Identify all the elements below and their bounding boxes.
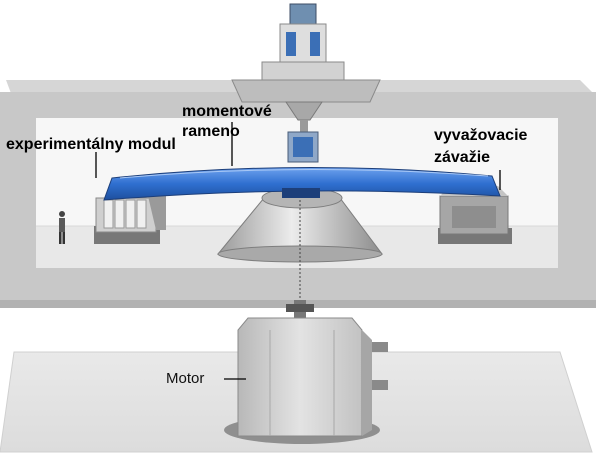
balance-weight: [438, 186, 512, 244]
label-balance-weight-line1: vyvažovacie: [434, 127, 528, 144]
motor-unit: [224, 317, 388, 444]
label-balance-weight-line2: závažie: [434, 149, 491, 166]
person-figure: [59, 211, 65, 244]
label-motor: Motor: [166, 370, 205, 387]
label-torque-arm-line2: rameno: [182, 123, 240, 140]
top-drive-unit: [231, 3, 381, 163]
callout-lines: [95, 122, 501, 380]
label-experimental-module: experimentálny modul: [6, 136, 176, 153]
central-pedestal: [216, 187, 383, 300]
experimental-module: [94, 196, 166, 244]
torque-arm: [103, 166, 501, 201]
label-torque-arm-line1: momentové: [182, 103, 272, 120]
